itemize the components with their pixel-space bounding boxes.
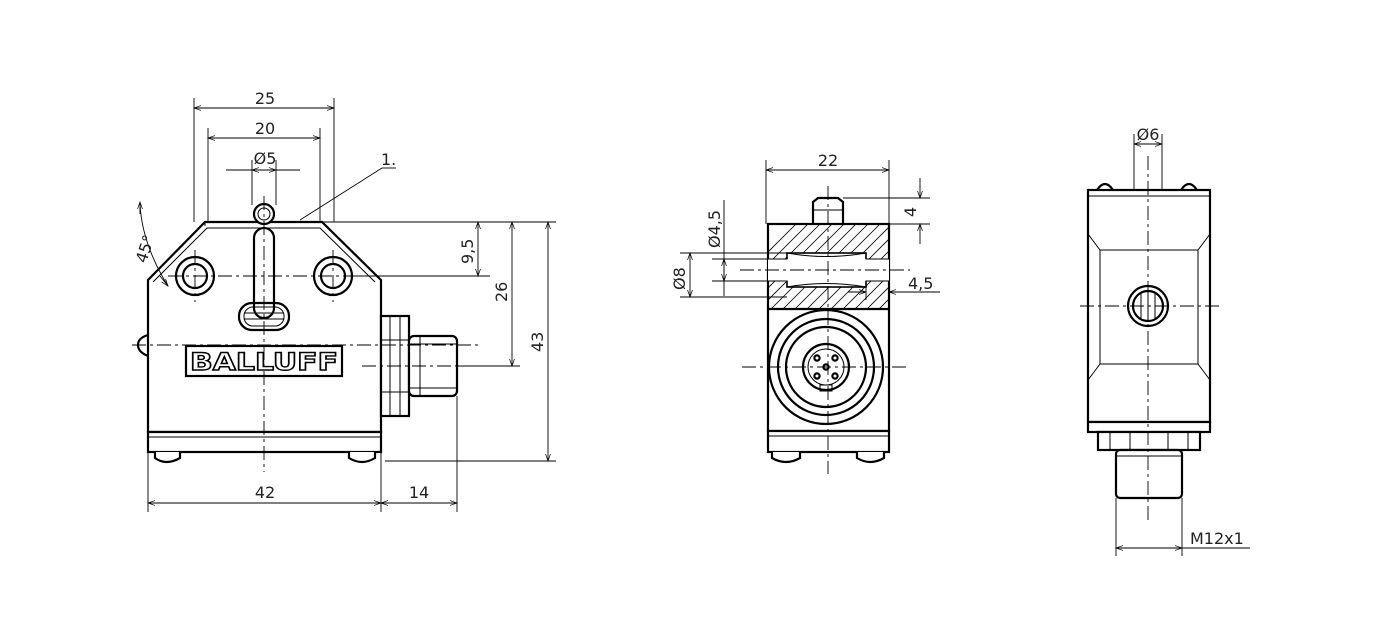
dim-m12-label: M12x1: [1190, 529, 1244, 548]
section-hatch-line: [854, 274, 889, 309]
rear-connector-plug: [1114, 448, 1184, 500]
dim-14-label: 14: [409, 483, 429, 502]
dim-20-label: 20: [255, 119, 275, 138]
side-connector-pin-3: [813, 372, 821, 380]
front-view: BALLUFF 25 20 Ø5 1: [132, 89, 556, 512]
dim-25-label: 25: [255, 89, 275, 108]
section-hatch-line: [866, 286, 889, 309]
dim-depth-label: 4,5: [908, 274, 933, 293]
side-foot-right: [855, 452, 886, 464]
rear-connector-nut: [1096, 430, 1202, 452]
side-base-plate: [766, 429, 891, 454]
section-hatch-line: [768, 224, 809, 265]
dim-26-label: 26: [492, 282, 511, 302]
dim-42-label: 42: [255, 483, 275, 502]
side-connector-pin-4: [831, 372, 839, 380]
side-bore-outline: [768, 253, 889, 287]
front-left-nub: [136, 333, 149, 358]
side-connector-pin-2: [831, 354, 839, 362]
side-connector-pin-1: [813, 354, 821, 362]
front-foot-left: [153, 452, 182, 464]
dim-d8-label: Ø8: [670, 267, 689, 290]
front-base-plate: [146, 430, 383, 454]
section-hatch-line: [916, 220, 1016, 320]
dim-45-arc: [139, 203, 169, 287]
dim-43-label: 43: [528, 332, 547, 352]
rear-bump-right: [1180, 182, 1198, 191]
section-hatch-line: [952, 220, 1052, 320]
rear-view: Ø6 M12x1: [1080, 125, 1250, 556]
dim-45-arrow-bottom: [159, 275, 168, 286]
section-hatch-line: [940, 220, 1040, 320]
dim-9-5-label: 9,5: [458, 239, 477, 264]
front-foot-right: [347, 452, 377, 464]
section-hatch-line: [928, 220, 1028, 320]
side-view: 22 4 Ø4,5 Ø8 4,5: [670, 151, 1052, 474]
dim-22-label: 22: [818, 151, 838, 170]
rear-housing-chamfer-top: [1087, 233, 1211, 251]
callout-1-leader: [299, 167, 383, 221]
side-bore-curve: [786, 252, 867, 288]
dim-d45-label: Ø4,5: [705, 210, 724, 248]
dim-d6-label: Ø6: [1137, 125, 1160, 144]
section-hatch-line: [892, 220, 992, 320]
rear-base-plate: [1086, 420, 1212, 434]
section-hatch-line: [768, 224, 797, 253]
side-foot-left: [770, 452, 802, 464]
callout-1-label: 1.: [381, 150, 396, 169]
dim-4-label: 4: [901, 207, 920, 217]
rear-bump-left: [1096, 182, 1114, 191]
side-connector-key: [819, 384, 833, 392]
section-hatch-line: [878, 298, 889, 309]
section-hatch-line: [904, 220, 1004, 320]
dim-d5-label: Ø5: [254, 149, 277, 168]
